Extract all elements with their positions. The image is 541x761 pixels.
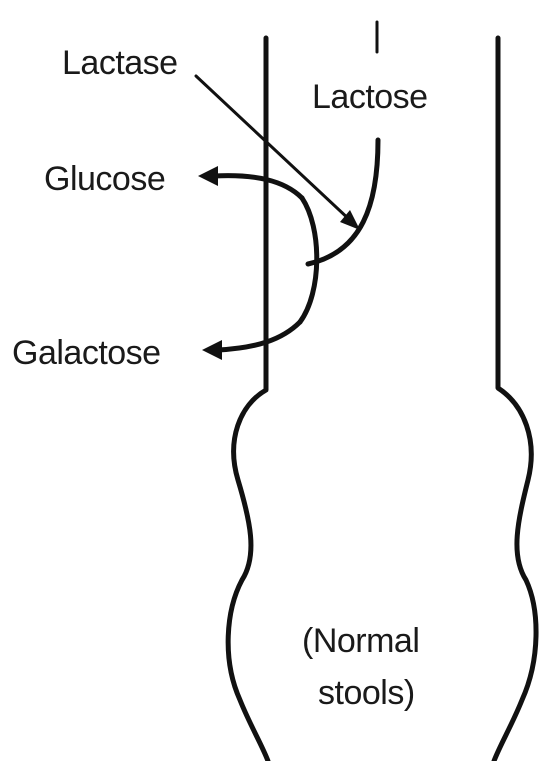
galactose-arrow-head	[202, 340, 222, 360]
normal-stools-label-line2: stools)	[318, 674, 415, 712]
intestine-left-wall	[228, 38, 268, 761]
lactose-label: Lactose	[312, 78, 428, 116]
normal-stools-label-line1: (Normal	[302, 622, 419, 660]
lactase-label: Lactase	[62, 44, 178, 82]
galactose-arrow-line	[218, 322, 300, 350]
glucose-label: Glucose	[44, 160, 165, 198]
intestine-right-wall	[494, 38, 536, 761]
glucose-arrow-line	[214, 176, 302, 198]
galactose-label: Galactose	[12, 334, 161, 372]
glucose-arrow-head	[198, 166, 218, 186]
